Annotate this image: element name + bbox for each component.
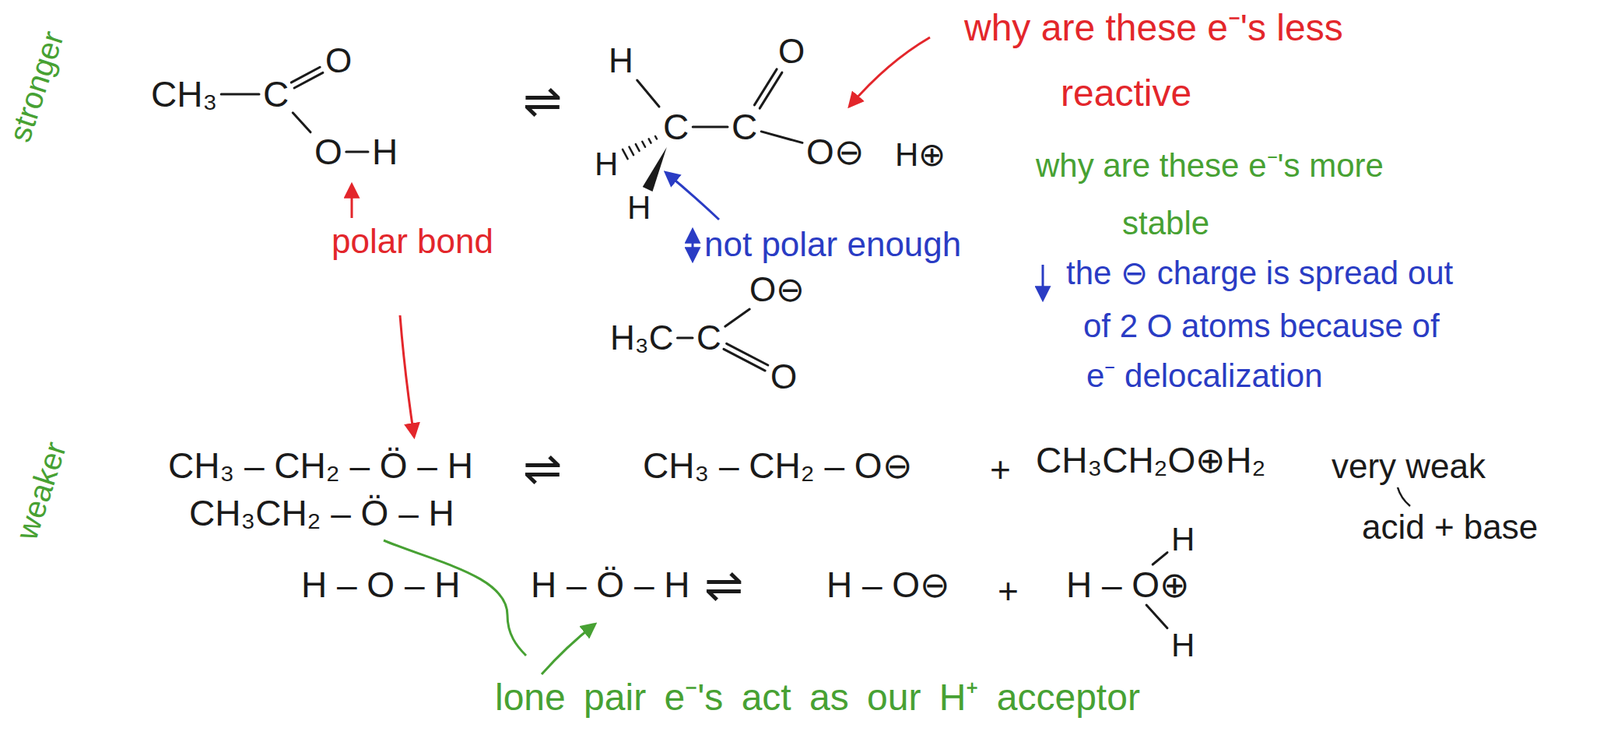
formula-text: CH₃ – CH₂ – Ö – H — [168, 447, 474, 484]
plus-sign: + — [997, 572, 1019, 609]
bond-line — [1152, 552, 1168, 565]
bond-line — [642, 141, 646, 148]
bond-line — [291, 66, 320, 83]
bond-line — [221, 93, 260, 96]
atom-label: H — [371, 133, 398, 170]
plus-sign: + — [989, 451, 1011, 488]
atom-label: O⊖ — [806, 133, 865, 170]
hook-stroke — [1397, 487, 1411, 506]
note-text: not polar enough — [704, 227, 962, 262]
atom-label: O — [770, 359, 797, 394]
bond-line — [294, 72, 323, 88]
leader-arrow — [541, 624, 595, 674]
atom-label: C — [263, 76, 289, 113]
formula-text: H – O⊕ — [1066, 566, 1190, 603]
atom-label: H — [594, 147, 618, 181]
atom-label: H — [1171, 628, 1195, 662]
side-note: weaker — [10, 437, 71, 543]
bond-group — [221, 66, 1168, 628]
leader-arrow — [666, 172, 720, 220]
atom-label: CH₃ — [150, 76, 218, 113]
bond-line — [677, 336, 693, 340]
formula-text: CH₃CH₂ – Ö – H — [189, 494, 455, 531]
leader-arrow — [849, 37, 930, 106]
note-text: of 2 O atoms because of — [1083, 309, 1440, 343]
atom-label: H — [1171, 522, 1195, 556]
side-note: stronger — [3, 27, 68, 146]
atom-label: H — [608, 43, 634, 78]
atom-label: C — [731, 108, 758, 145]
note-text: why are these e⁻'s more — [1035, 149, 1384, 183]
bond-line — [692, 126, 728, 129]
double-arrow — [691, 230, 695, 260]
note-text: the ⊖ charge is spread out — [1066, 256, 1453, 290]
bond-line — [655, 136, 657, 140]
atom-label: O — [314, 133, 343, 170]
bond-line — [628, 146, 634, 155]
formula-text: H – Ö – H — [530, 566, 691, 603]
bond-line — [637, 80, 660, 107]
bond-line — [1146, 604, 1168, 629]
bond-line — [292, 112, 311, 133]
bond-line — [649, 138, 652, 143]
formula-text: CH₃CH₂O⊕H₂ — [1035, 442, 1266, 478]
equilibrium-arrow: ⇌ — [522, 445, 562, 492]
equilibrium-arrow: ⇌ — [522, 77, 562, 125]
atom-label: O — [325, 43, 352, 78]
atom-label: O — [778, 34, 805, 69]
ion-label: H⊕ — [894, 138, 946, 172]
formula-text: H – O⊖ — [826, 566, 951, 603]
formula-text: H – O – H — [301, 566, 461, 603]
bond-line — [761, 131, 803, 143]
note-text: acid + base — [1361, 509, 1538, 544]
atom-label: H — [627, 191, 651, 225]
atom-label: C — [696, 320, 722, 355]
atom-label: O⊖ — [749, 272, 805, 307]
note-text: e⁻ delocalization — [1086, 359, 1323, 393]
note-text: stable — [1122, 207, 1210, 240]
leader-arrow — [350, 185, 354, 218]
bond-line — [726, 343, 769, 365]
note-text: lone pair e⁻'s act as our H⁺ acceptor — [494, 678, 1141, 716]
equilibrium-arrow: ⇌ — [704, 561, 744, 609]
bond-line — [622, 149, 629, 159]
wedge-bond — [642, 147, 667, 192]
atom-label: C — [663, 108, 689, 145]
note-text: polar bond — [331, 224, 494, 259]
bond-line — [346, 150, 369, 154]
bond-line — [635, 143, 640, 151]
note-text: why are these e⁻'s less — [964, 9, 1344, 47]
leader-arrow — [400, 315, 415, 436]
note-text: reactive — [1060, 74, 1192, 113]
atom-label: H₃C — [610, 320, 674, 355]
bond-line — [754, 69, 777, 106]
bond-line — [725, 308, 750, 327]
note-text: very weak — [1331, 449, 1486, 484]
formula-text: CH₃ – CH₂ – O⊖ — [642, 447, 913, 484]
leader-arrow — [1042, 264, 1045, 299]
